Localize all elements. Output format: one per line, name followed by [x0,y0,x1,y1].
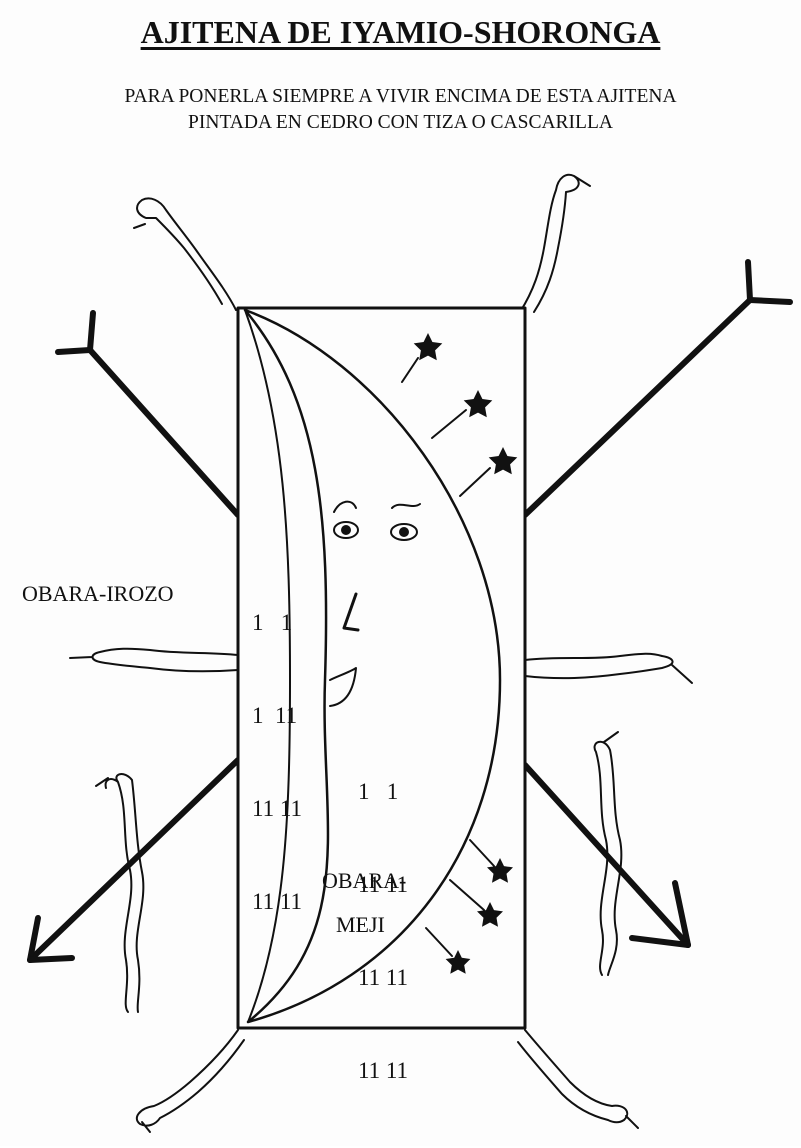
label-obara: OBARA- [322,868,406,894]
top-right-snake [520,175,590,312]
mid-right-snake [525,654,692,683]
upper-left-trident [58,313,238,515]
odu-sign-left: 1 1 1 11 11 11 11 11 [252,545,302,979]
upper-right-trident [525,262,790,515]
odu-row: 11 11 [358,1055,408,1086]
lower-right-snake [595,732,622,975]
odu-row: 1 1 [358,776,408,807]
odu-row: 1 1 [252,607,302,638]
odu-row: 11 11 [252,886,302,917]
top-left-snake [134,198,236,310]
odu-row: 11 11 [358,962,408,993]
odu-row: 1 11 [252,700,302,731]
label-meji: MEJI [336,912,385,938]
mid-left-snake [70,649,238,672]
bottom-left-snake [137,1030,244,1132]
bottom-right-snake [518,1030,638,1128]
odu-row: 11 11 [252,793,302,824]
label-obara-irozo: OBARA-IROZO [22,581,174,607]
